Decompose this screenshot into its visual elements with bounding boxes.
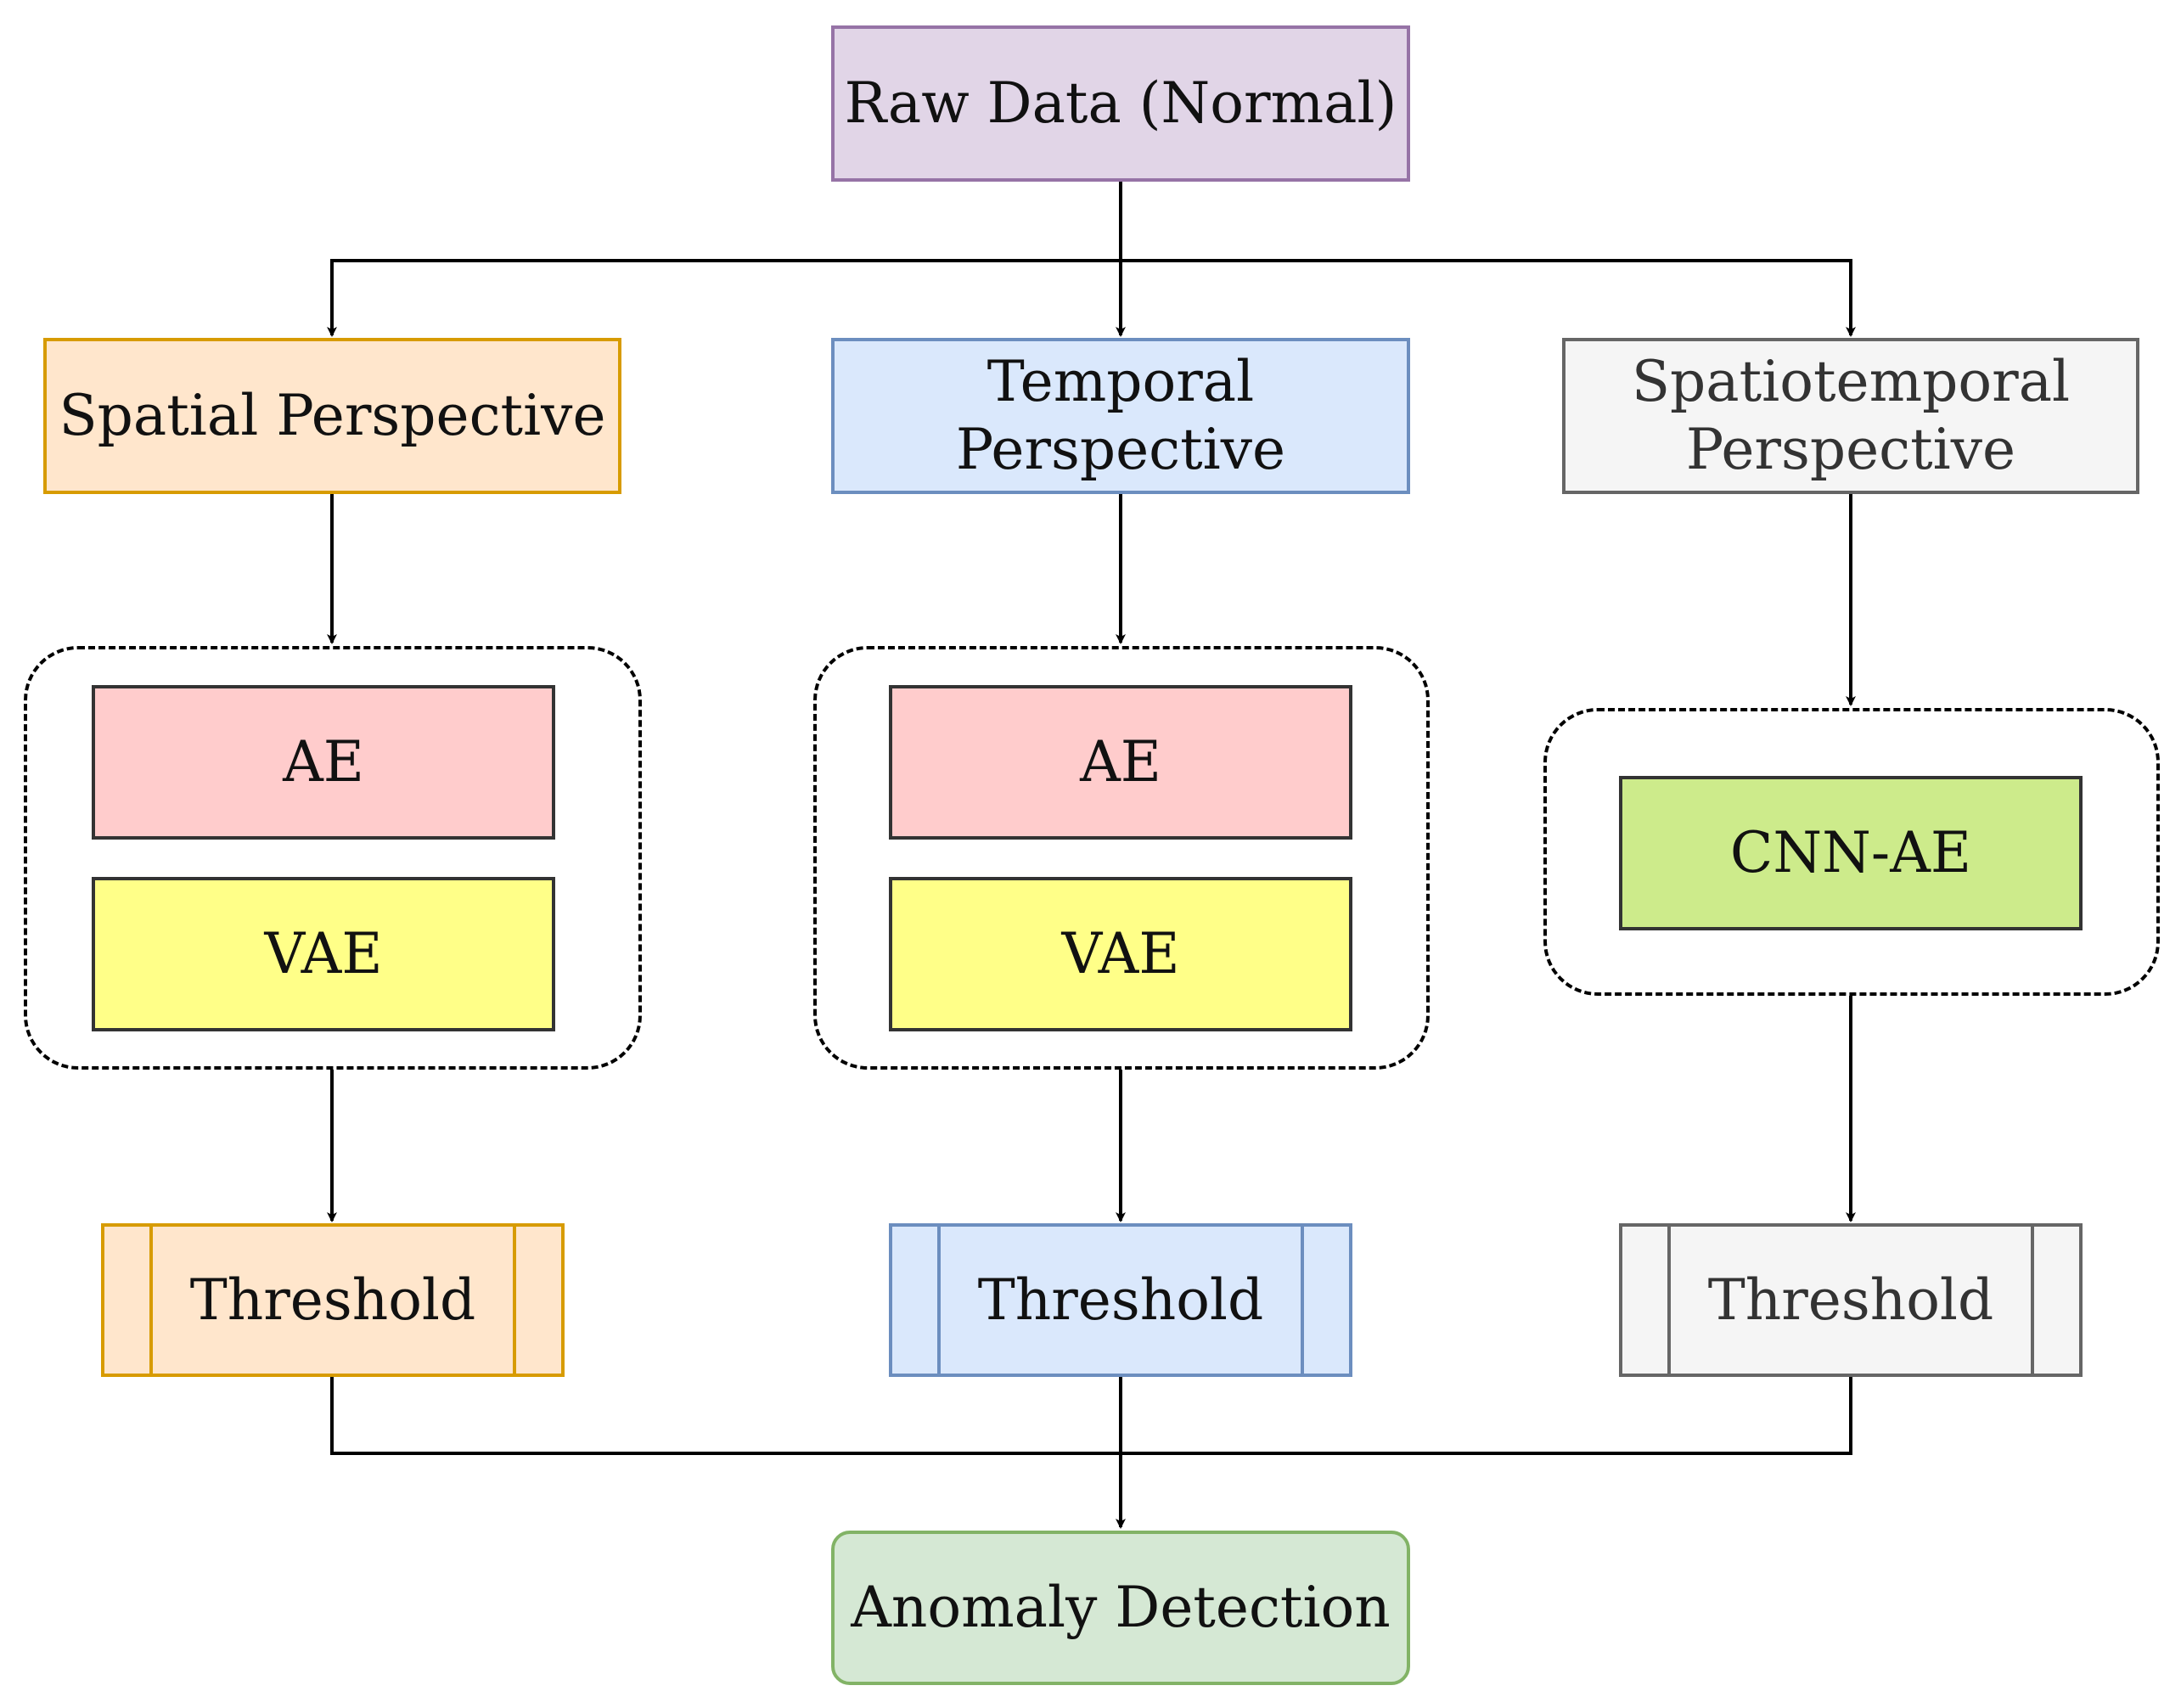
edge-spatial-threshold-merge [330,1377,1121,1455]
spatiotemporal-threshold-label: Threshold [1707,1267,1994,1333]
spatial-threshold-right-bar [513,1227,516,1374]
anomaly-detection-node: Anomaly Detection [831,1531,1410,1685]
temporal-threshold-node: Threshold [889,1223,1352,1377]
temporal-ae-label: AE [1080,729,1161,795]
temporal-ae-node: AE [889,685,1352,840]
spatiotemporal-threshold-node: Threshold [1619,1223,2083,1377]
temporal-vae-node: VAE [889,877,1352,1031]
temporal-threshold-left-bar [937,1227,941,1374]
spatiotemporal-perspective-label-line-1: Spatiotemporal [1631,349,2071,414]
spatial-threshold-left-bar [149,1227,153,1374]
spatial-ae-node: AE [92,685,555,840]
edge-spatiotemporal-threshold-merge [1121,1377,1852,1455]
spatiotemporal-perspective-label-line-2: Perspective [1685,417,2016,482]
edge-raw-to-spatial [327,259,1121,337]
cnn-ae-node: CNN-AE [1619,776,2083,930]
spatial-perspective-node: Spatial Perspective [43,338,621,494]
spatiotemporal-perspective-node: Spatiotemporal Perspective [1562,338,2139,494]
spatial-perspective-label: Spatial Perspective [59,383,606,448]
anomaly-detection-label: Anomaly Detection [851,1575,1391,1640]
temporal-perspective-label: Temporal Perspective [955,349,1286,482]
spatiotemporal-threshold-left-bar [1667,1227,1671,1374]
edge-raw-to-spatiotemporal [1121,259,1856,337]
temporal-vae-label: VAE [1061,921,1180,986]
temporal-perspective-node: Temporal Perspective [831,338,1410,494]
spatiotemporal-threshold-right-bar [2031,1227,2034,1374]
spatial-threshold-node: Threshold [101,1223,565,1377]
cnn-ae-label: CNN-AE [1729,820,1972,885]
temporal-model-group [813,646,1430,1070]
spatiotemporal-model-group [1543,708,2160,996]
temporal-threshold-label: Threshold [977,1267,1264,1333]
spatial-ae-label: AE [283,729,364,795]
spatial-vae-node: VAE [92,877,555,1031]
spatial-model-group [24,646,642,1070]
spatial-vae-label: VAE [264,921,383,986]
spatial-threshold-label: Threshold [189,1267,476,1333]
temporal-threshold-right-bar [1301,1227,1304,1374]
raw-data-node: Raw Data (Normal) [831,25,1410,182]
raw-data-label: Raw Data (Normal) [844,70,1397,136]
